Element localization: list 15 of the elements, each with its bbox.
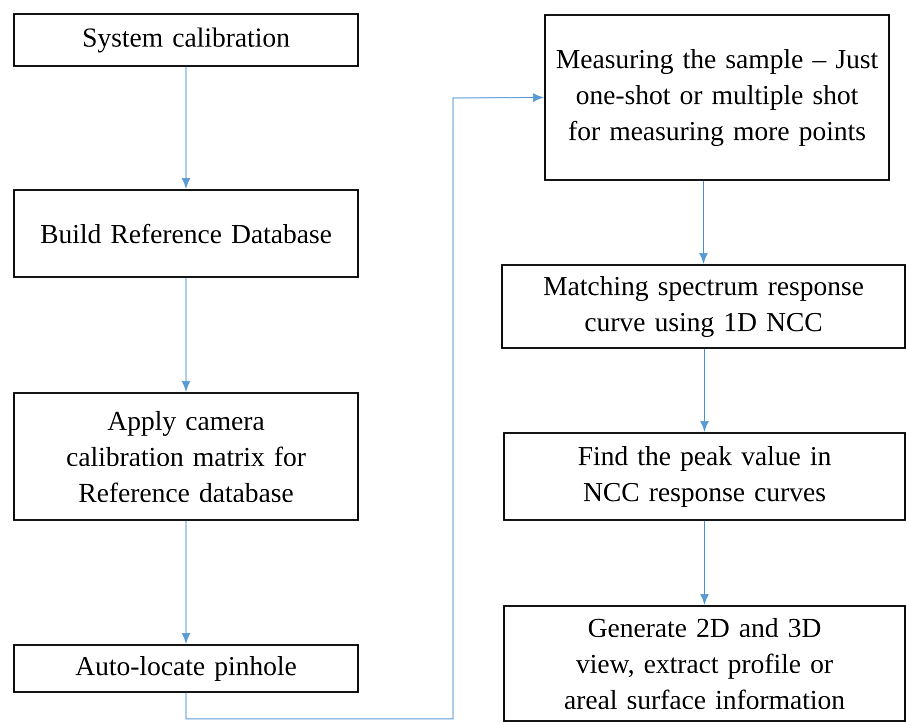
process-box: Measuring the sample – Just one-shot or multiple shot for measuring more points — [544, 14, 890, 181]
process-box: Find the peak value in NCC response curves — [503, 432, 906, 521]
process-box: Matching spectrum response curve using 1D NCC — [501, 264, 906, 349]
process-box: Build Reference Database — [13, 189, 359, 278]
process-box: Apply camera calibration matrix for Reference database — [13, 392, 359, 521]
process-box: Generate 2D and 3D view, extract profile or areal surface information — [503, 605, 906, 722]
process-box: Auto-locate pinhole — [13, 644, 359, 693]
arrow — [700, 348, 709, 431]
arrow — [700, 520, 709, 604]
arrow — [699, 180, 708, 263]
arrow — [182, 277, 190, 391]
arrow — [186, 93, 543, 720]
arrow — [182, 520, 190, 643]
arrow — [182, 66, 190, 188]
process-box: System calibration — [13, 13, 359, 67]
